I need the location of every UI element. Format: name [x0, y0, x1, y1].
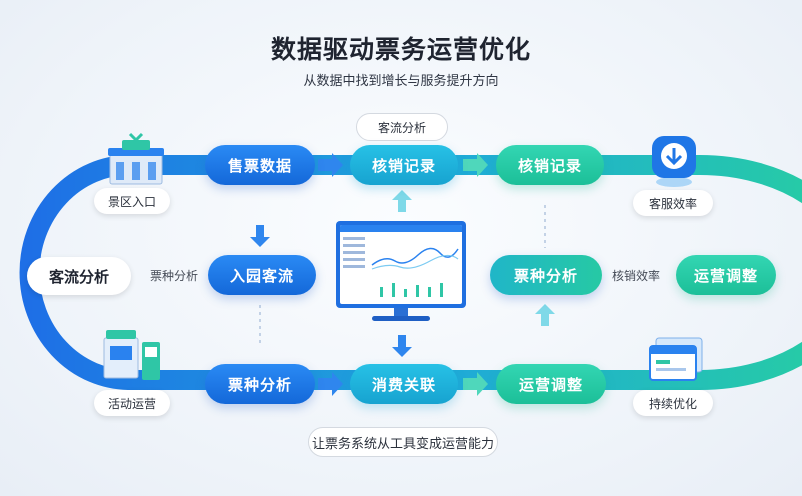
pill-ticket-analysis-right: 票种分析	[490, 255, 602, 295]
ticket-doc-icon	[649, 337, 703, 381]
node-events: 活动运营	[94, 390, 170, 416]
page-title: 数据驱动票务运营优化	[270, 35, 531, 64]
dashboard-chart-icon	[340, 225, 462, 297]
dashboard-monitor	[336, 221, 466, 323]
label-right-side: 核销效率	[612, 269, 661, 283]
arrow-down-left	[250, 225, 270, 247]
pill-verify-record-1: 核销记录	[350, 145, 458, 185]
node-service: 客服效率	[633, 190, 713, 216]
node-optimize: 持续优化	[633, 390, 713, 416]
arrow-verify-to-verify	[463, 153, 488, 177]
page-subtitle: 从数据中找到增长与服务提升方向	[303, 74, 499, 89]
pill-park-inflow: 入园客流	[208, 255, 316, 295]
label-left-side: 票种分析	[150, 269, 199, 283]
node-passenger-flow: 客流分析	[27, 257, 131, 295]
arrow-down-center	[392, 335, 412, 357]
gate-icon	[108, 132, 164, 185]
node-entrance: 景区入口	[94, 188, 170, 214]
footer-note: 让票务系统从工具变成运营能力	[308, 427, 498, 457]
pill-verify-record-2: 核销记录	[496, 145, 604, 185]
node-ops-adjust: 运营调整	[676, 255, 776, 295]
pill-consume-link: 消费关联	[350, 364, 458, 404]
download-badge-icon	[652, 136, 696, 187]
kiosk-icon	[103, 330, 160, 380]
pill-ticket-analysis-bottom: 票种分析	[205, 364, 315, 404]
pill-sales-data: 售票数据	[205, 145, 315, 185]
monitor-screen	[336, 221, 466, 308]
arrow-up-center	[392, 190, 412, 212]
arrow-consume-to-adjust	[463, 372, 488, 396]
monitor-stand	[394, 308, 408, 316]
monitor-base	[372, 316, 430, 321]
arrow-sales-to-verify	[318, 153, 343, 177]
top-tag: 客流分析	[356, 113, 448, 141]
ring-path	[19, 155, 802, 390]
arrow-up-right	[535, 304, 555, 326]
pill-ops-adjust: 运营调整	[496, 364, 606, 404]
arrow-tickets-to-consume	[318, 372, 343, 396]
